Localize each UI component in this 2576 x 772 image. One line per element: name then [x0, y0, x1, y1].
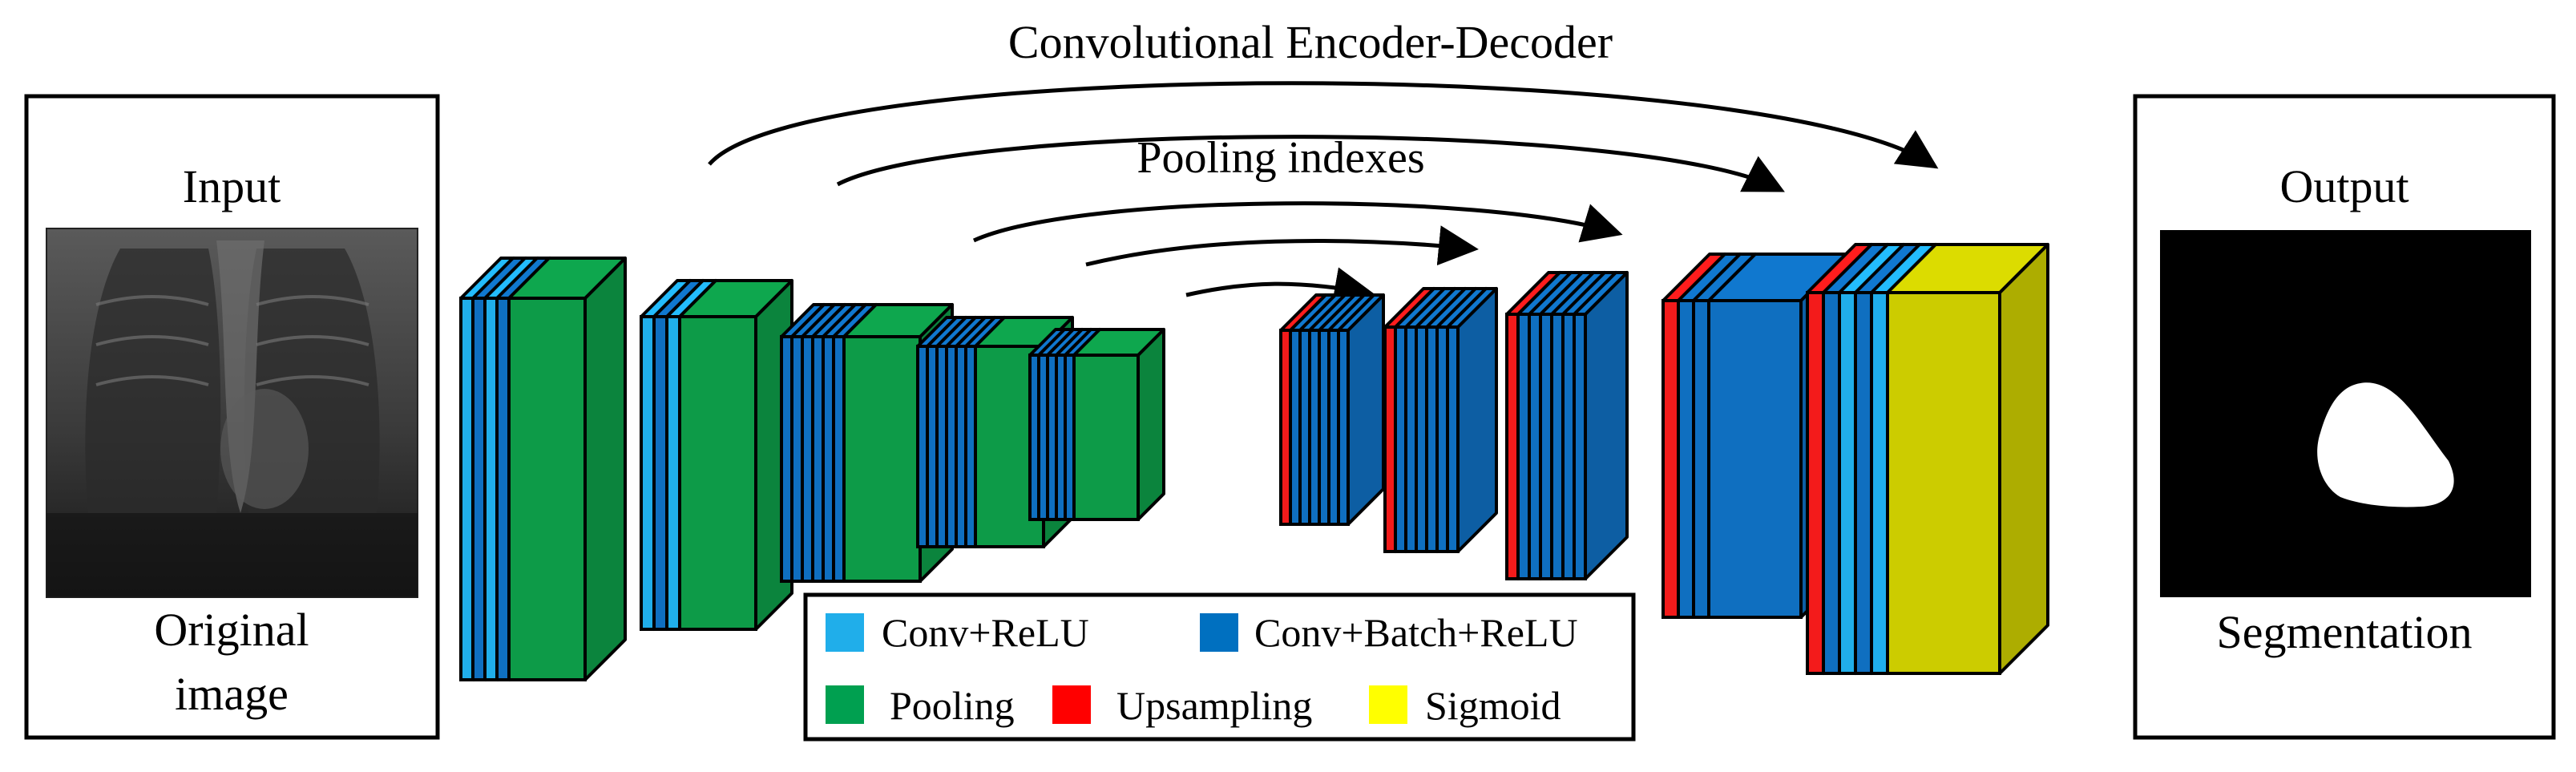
- input-panel: Input Original image: [24, 94, 440, 740]
- pooling-index-arrow-1: [836, 135, 1785, 192]
- legend-label-conv-batch-relu: Conv+Batch+ReLU: [1254, 610, 1578, 655]
- diagram-title: Convolutional Encoder-Decoder: [1008, 16, 1613, 68]
- legend-item-upsampling: Upsampling: [1052, 683, 1312, 728]
- output-panel: Output Segmentation: [2133, 94, 2556, 740]
- decoder: [1279, 243, 2049, 675]
- legend-label-upsampling: Upsampling: [1116, 683, 1312, 728]
- input-caption-line2: image: [175, 668, 289, 720]
- encoder-block-1-layer-5-pooling: [507, 257, 627, 681]
- encoder-block-2-layer-4-pooling: [678, 279, 793, 631]
- decoder-block-5: [1806, 243, 2049, 675]
- pooling-index-arrow-2: [972, 201, 1623, 243]
- input-caption-line1: Original: [154, 604, 309, 656]
- decoder-block-1: [1279, 293, 1385, 526]
- decoder-block-2: [1383, 287, 1498, 553]
- output-caption: Segmentation: [2217, 606, 2473, 658]
- decoder-block-2-layer-7-conv-batch-relu: [1446, 287, 1498, 553]
- arrow-encoder-decoder: [708, 81, 1939, 169]
- decoder-block-1-layer-7-conv-batch-relu: [1337, 293, 1385, 526]
- decoder-block-4: [1661, 253, 1849, 619]
- encoder-block-5-layer-6-pooling: [1072, 328, 1165, 521]
- encoder: [459, 257, 1165, 681]
- legend: Conv+ReLU Conv+Batch+ReLU Pooling Upsamp…: [803, 592, 1636, 742]
- legend-swatch-upsampling: [1052, 685, 1091, 724]
- segmentation-mask-image: [2160, 230, 2531, 597]
- legend-swatch-conv-batch-relu: [1200, 613, 1238, 652]
- decoder-block-3-layer-7-conv-batch-relu: [1573, 271, 1629, 580]
- legend-swatch-sigmoid: [1369, 685, 1407, 724]
- legend-label-pooling: Pooling: [890, 683, 1015, 728]
- legend-label-sigmoid: Sigmoid: [1425, 683, 1561, 728]
- legend-item-conv-batch-relu: Conv+Batch+ReLU: [1200, 610, 1578, 655]
- decoder-block-3: [1505, 271, 1629, 580]
- pooling-indexes-label: Pooling indexes: [1137, 133, 1424, 183]
- pooling-index-arrow-3: [1085, 225, 1479, 267]
- legend-swatch-pooling: [826, 685, 864, 724]
- encoder-block-2: [640, 279, 793, 631]
- legend-item-conv-relu: Conv+ReLU: [826, 610, 1089, 655]
- pooling-index-arrow-4: [1185, 267, 1375, 307]
- legend-swatch-conv-relu: [826, 613, 864, 652]
- legend-item-pooling: Pooling: [826, 683, 1015, 728]
- output-heading: Output: [2279, 160, 2408, 212]
- encoder-block-4: [916, 316, 1074, 548]
- decoder-block-5-layer-6-sigmoid: [1886, 243, 2049, 675]
- encoder-block-5: [1028, 328, 1165, 521]
- chest-xray-image: [46, 228, 418, 598]
- encoder-block-1: [459, 257, 627, 681]
- legend-item-sigmoid: Sigmoid: [1369, 683, 1561, 728]
- input-heading: Input: [183, 160, 281, 212]
- legend-label-conv-relu: Conv+ReLU: [882, 610, 1089, 655]
- skip-arrows: [708, 81, 1939, 307]
